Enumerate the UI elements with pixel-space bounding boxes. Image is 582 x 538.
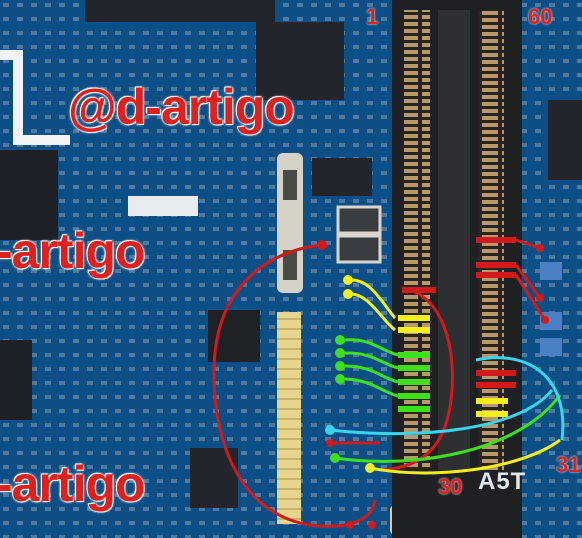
ic-middle <box>312 158 372 196</box>
inductor-2 <box>336 234 382 264</box>
ic-left-lower <box>0 340 32 420</box>
watermark-middle: -artigo <box>0 223 146 279</box>
ic-right <box>548 100 582 180</box>
red-jumper-1 <box>476 237 516 243</box>
connector-pins-left <box>404 10 430 470</box>
ic-top-left <box>85 0 275 22</box>
white-trace <box>0 50 70 145</box>
ic-bottom <box>190 448 238 508</box>
pin-label-60: 60 <box>528 4 553 29</box>
red-loop-trace <box>212 243 377 528</box>
pin-label-30: 30 <box>438 474 463 499</box>
green-traces <box>330 335 562 463</box>
resistor-white <box>128 196 198 216</box>
yellow-trace <box>347 278 397 319</box>
cyan-trace <box>329 389 554 436</box>
watermark-top: @d-artigo <box>68 79 295 135</box>
inductor-1 <box>336 205 382 235</box>
watermark-bottom: -artigo <box>0 456 146 512</box>
pin-label-1: 1 <box>366 4 379 29</box>
gold-pad-strip <box>277 312 301 524</box>
pin-label-31: 31 <box>556 452 581 477</box>
ic-left-upper <box>0 150 58 240</box>
ic-top <box>256 22 344 100</box>
silkscreen-label: A5T <box>478 468 527 495</box>
